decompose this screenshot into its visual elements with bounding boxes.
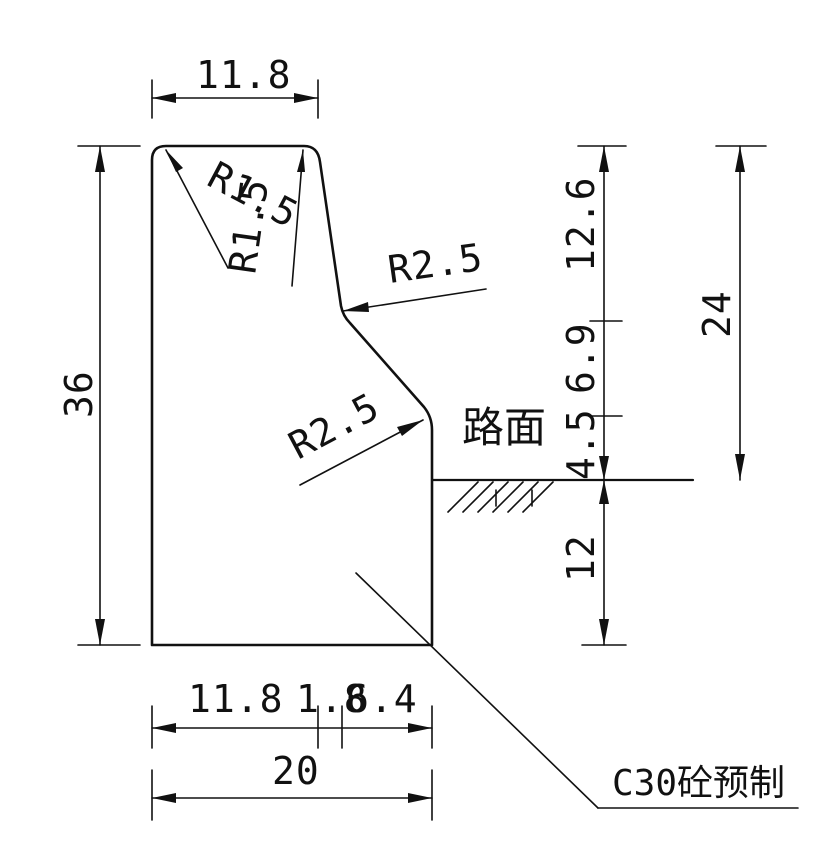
ground-hatching — [447, 481, 554, 513]
dim-lower-right-label: 4.5 — [559, 408, 603, 480]
dim-bottom-mid-label: 1.8 — [296, 677, 368, 721]
dim-bottom-right-label: 12 — [559, 534, 603, 582]
road-surface-label: 路面 — [462, 403, 546, 452]
dim-right-total — [715, 145, 767, 481]
dim-left-height — [77, 145, 141, 646]
dim-right-total-label: 24 — [695, 290, 739, 338]
dim-right-chain — [577, 145, 627, 646]
dim-top-width — [151, 79, 319, 119]
curb-outline — [150, 144, 434, 647]
dim-left-height-label: 36 — [57, 370, 101, 418]
radius-mid-lower-label: R2.5 — [282, 384, 387, 468]
dim-bottom-right-seg-label: 6.4 — [346, 677, 418, 721]
dim-bottom-chain — [151, 705, 433, 749]
dim-middle-right-label: 6.9 — [559, 322, 603, 394]
dim-bottom-left-label: 11.8 — [188, 677, 284, 721]
material-leader-diagonal — [355, 572, 599, 809]
dim-bottom-total — [151, 769, 433, 821]
dim-upper-right-label: 12.6 — [559, 176, 603, 272]
material-label: C30砼预制 — [612, 763, 785, 804]
dim-top-width-label: 11.8 — [196, 53, 292, 97]
dim-bottom-total-label: 20 — [272, 749, 320, 793]
radius-leaders — [165, 149, 487, 486]
radius-mid-upper-label: R2.5 — [385, 235, 486, 292]
